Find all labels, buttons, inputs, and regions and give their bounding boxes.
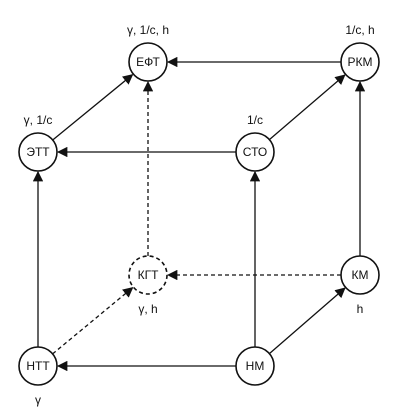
node-label-ntt: НТТ [26,359,50,373]
edge-ntt-to-kgt [52,287,134,355]
node-caption-ntt: γ [35,393,41,407]
node-eft: ЕФТ γ, 1/c, h [127,23,169,82]
node-caption-eft: γ, 1/c, h [127,23,169,37]
node-circle-kgt [128,255,168,295]
node-circle-rkm [340,42,380,82]
node-circle-ntt [18,346,58,386]
node-label-eft: ЕФТ [136,55,160,69]
node-label-km: КМ [352,268,369,282]
node-circle-km [340,255,380,295]
node-label-rkm: РКМ [348,55,373,69]
edge-ett-to-eft [52,74,134,141]
edge-nm-to-km [268,287,346,355]
edge-sto-to-rkm [268,74,346,141]
edges-layer [32,56,366,372]
node-caption-kgt: γ, h [138,302,157,316]
node-ntt: НТТ γ [18,346,58,407]
node-km: КМ h [340,255,380,316]
node-caption-sto: 1/c [247,113,263,127]
node-rkm: РКМ 1/c, h [340,23,380,82]
node-ett: ЭТТ γ, 1/c [18,113,58,172]
node-caption-rkm: 1/c, h [345,23,374,37]
node-nm: НМ [235,346,275,386]
node-label-kgt: КГТ [138,268,159,282]
node-sto: СТО 1/c [235,113,275,172]
node-circle-sto [235,132,275,172]
node-circle-nm [235,346,275,386]
node-circle-ett [18,132,58,172]
node-kgt: КГТ γ, h [128,255,168,316]
node-caption-km: h [357,302,364,316]
node-label-ett: ЭТТ [26,145,50,159]
node-label-sto: СТО [243,145,267,159]
node-circle-eft [128,42,168,82]
node-label-nm: НМ [246,359,265,373]
node-caption-ett: γ, 1/c [24,113,53,127]
